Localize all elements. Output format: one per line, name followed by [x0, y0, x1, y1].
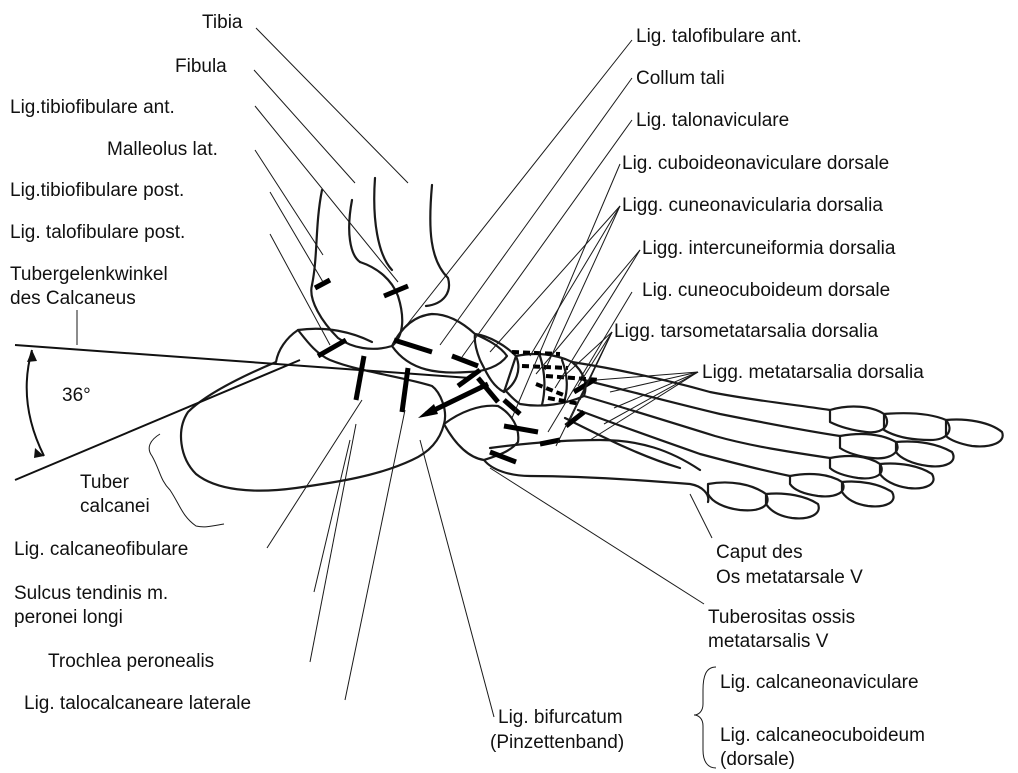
label-collum-tali: Collum tali: [636, 68, 725, 89]
label-pinzettenband: (Pinzettenband): [490, 732, 624, 753]
angle-arrow-up: [27, 350, 37, 362]
label-lig-cuboideonaviculare: Lig. cuboideonaviculare dorsale: [622, 153, 889, 174]
label-sulcus-tendinis: Sulcus tendinis m.: [14, 583, 168, 604]
label-tubergelenkwinkel: Tubergelenkwinkel: [10, 264, 168, 285]
label-lig-cuneocuboideum: Lig. cuneocuboideum dorsale: [642, 280, 890, 301]
label-lig-talocalcaneare: Lig. talocalcaneare laterale: [24, 693, 251, 714]
leader-lines: [254, 28, 712, 717]
label-des-calcaneus: des Calcaneus: [10, 288, 136, 309]
calcaneus-outline: [181, 330, 445, 491]
label-lig-bifurcatum: Lig. bifurcatum: [498, 707, 623, 728]
ligament-markers: [315, 280, 600, 462]
label-trochlea-peronealis: Trochlea peronealis: [48, 651, 214, 672]
label-lig-talofibulare-ant: Lig. talofibulare ant.: [636, 26, 802, 47]
labels: Tibia Fibula Lig.tibiofibulare ant. Mall…: [10, 12, 925, 770]
label-malleolus-lat: Malleolus lat.: [107, 139, 218, 160]
label-calcanei: calcanei: [80, 496, 150, 517]
fibula-bone: [312, 190, 360, 285]
tuber-bracket: [149, 434, 224, 527]
cuneiform-line: [540, 356, 544, 405]
label-tuber: Tuber: [80, 472, 130, 493]
label-angle-36: 36°: [62, 385, 91, 406]
label-fibula: Fibula: [175, 56, 227, 77]
cuboid-outline: [444, 406, 518, 460]
label-metatarsalis: metatarsalis V: [708, 631, 829, 652]
label-caput-des: Caput des: [716, 542, 803, 563]
label-lig-tibiofibulare-ant: Lig.tibiofibulare ant.: [10, 97, 175, 118]
label-lig-calcaneocuboideum: Lig. calcaneocuboideum: [720, 725, 925, 746]
label-ligg-tarsometatarsalia: Ligg. tarsometatarsalia dorsalia: [614, 321, 878, 342]
label-tuberositas-ossis: Tuberositas ossis: [708, 607, 855, 628]
angle-upper-line: [15, 345, 470, 378]
angle-arc: [27, 350, 44, 456]
label-tibia: Tibia: [202, 12, 243, 33]
label-dorsale: (dorsale): [720, 749, 795, 770]
label-lig-calcaneonaviculare: Lig. calcaneonaviculare: [720, 672, 919, 693]
phalanges: [708, 407, 1003, 519]
angle-lower-line: [15, 360, 300, 480]
metatarsal-5-outline: [484, 440, 708, 502]
label-lig-calcaneofibulare: Lig. calcaneofibulare: [14, 539, 188, 560]
bifurcatum-brace: [694, 667, 716, 768]
label-ligg-cuneonavicularia: Ligg. cuneonavicularia dorsalia: [622, 195, 883, 216]
label-lig-talofibulare-post: Lig. talofibulare post.: [10, 222, 185, 243]
label-lig-tibiofibulare-post: Lig.tibiofibulare post.: [10, 180, 184, 201]
label-os-metatarsale: Os metatarsale V: [716, 567, 863, 588]
label-ligg-intercuneiformia: Ligg. intercuneiformia dorsalia: [642, 238, 896, 259]
label-ligg-metatarsalia: Ligg. metatarsalia dorsalia: [702, 362, 924, 383]
label-lig-talonaviculare: Lig. talonaviculare: [636, 110, 789, 131]
label-peronei-longi: peronei longi: [14, 607, 123, 628]
tibia-bone: [374, 178, 449, 306]
